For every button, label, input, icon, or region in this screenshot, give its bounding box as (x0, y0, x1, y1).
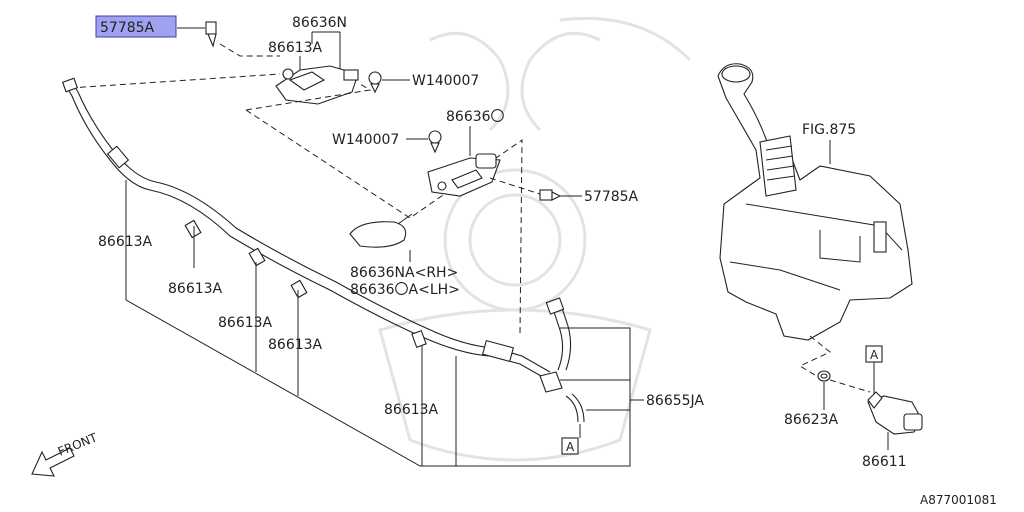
label-86636n: 86636N (292, 15, 347, 31)
label-w140007-mid: W140007 (332, 132, 399, 148)
label-w140007-top: W140007 (412, 73, 479, 89)
label-86613a-top: 86613A (268, 40, 323, 56)
label-front: FRONT (56, 430, 100, 459)
ref-box-a-right (865, 345, 883, 363)
grommet-86623a (817, 370, 831, 382)
label-86623a: 86623A (784, 412, 839, 428)
label-86611: 86611 (862, 454, 907, 470)
label-86636na: 86636NA<RH> (350, 265, 458, 281)
label-86655ja: 86655JA (646, 393, 704, 409)
diagram-id: A877001081 (920, 493, 997, 507)
front-arrow-icon (31, 447, 75, 477)
label-86613a-left4: 86613A (268, 337, 323, 353)
label-57785a-mid: 57785A (584, 189, 639, 205)
nozzle-cover (349, 221, 407, 248)
label-fig875: FIG.875 (802, 122, 856, 138)
label-57785a-top[interactable]: 57785A (100, 20, 155, 36)
screw-57785a-top (205, 21, 217, 48)
highlight-57785a[interactable] (95, 15, 177, 38)
label-86636oa: 86636〇A<LH> (350, 282, 460, 298)
washer-pump-86611 (867, 391, 923, 435)
nozzle-assembly-mid (427, 153, 501, 197)
clip-w140007-mid (428, 130, 442, 154)
clip-w140007-top (368, 71, 382, 94)
washer-tank (717, 63, 913, 341)
label-86613a-left2: 86613A (168, 281, 223, 297)
washer-hose-main (61, 77, 551, 381)
screw-57785a-mid (539, 189, 562, 201)
hose-86655ja (539, 297, 585, 423)
label-86613a-bottom: 86613A (384, 402, 439, 418)
ref-a-right: A (870, 348, 879, 362)
label-86636o: 86636〇 (446, 109, 505, 125)
watermark-emblem (378, 16, 692, 462)
nozzle-assembly-top (275, 65, 359, 105)
ref-a-bottom: A (566, 440, 575, 454)
ref-box-a-bottom (561, 437, 579, 455)
label-86613a-left1: 86613A (98, 234, 153, 250)
label-86613a-left3: 86613A (218, 315, 273, 331)
